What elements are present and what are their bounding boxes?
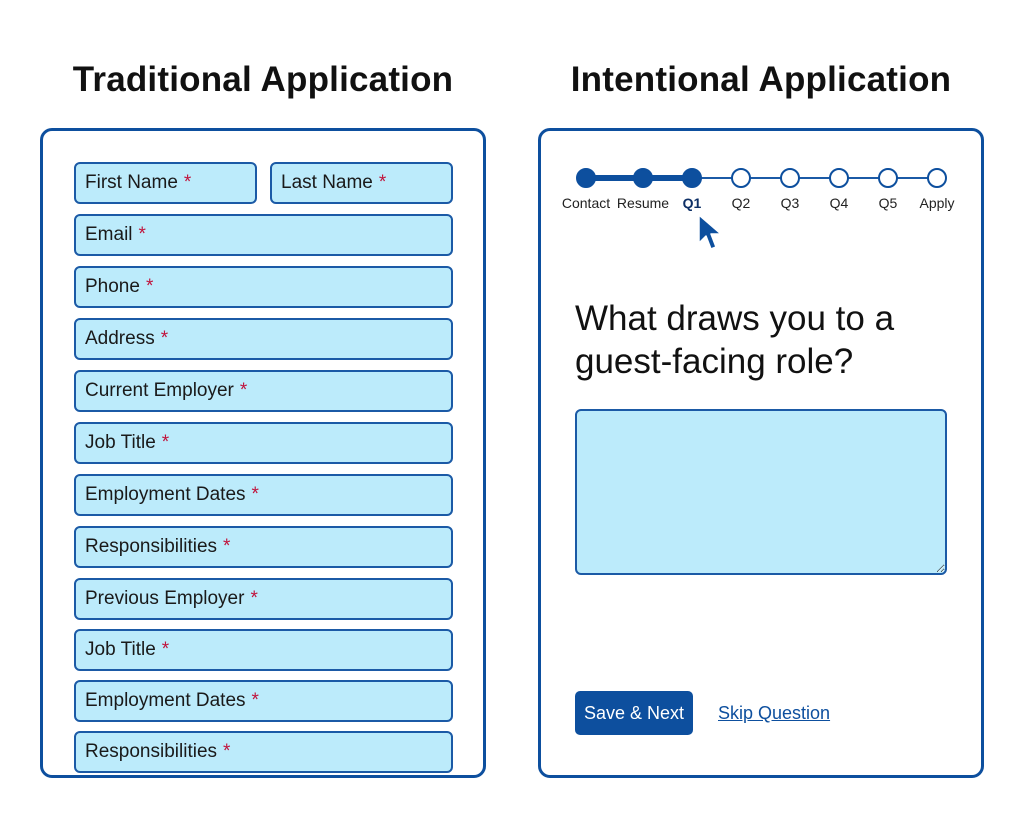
required-marker: * [145,276,154,297]
step-q5-dot[interactable] [878,168,898,188]
skip-question-link[interactable]: Skip Question [718,703,831,723]
required-marker: * [239,380,248,401]
step-q1-label: Q1 [682,195,702,211]
step-contact-label: Contact [561,195,611,211]
field-label: Email [85,224,133,245]
mouse-pointer-icon [698,214,722,250]
traditional-application-title: Traditional Application [72,60,454,99]
traditional-application-form: First Name * Last Name * Email * Phone *… [40,128,486,778]
save-next-button[interactable]: Save & Next [575,691,693,735]
step-resume-label: Resume [616,195,670,211]
job-title-field[interactable]: Job Title * [74,422,453,464]
previous-employment-dates-field[interactable]: Employment Dates * [74,680,453,722]
step-resume-dot[interactable] [633,168,653,188]
step-apply-label: Apply [919,195,955,211]
previous-employer-field[interactable]: Previous Employer * [74,578,453,620]
field-label: Address [85,328,155,349]
stepper-remaining-line [692,177,937,179]
responsibilities-field[interactable]: Responsibilities * [74,526,453,568]
current-employer-field[interactable]: Current Employer * [74,370,453,412]
phone-field[interactable]: Phone * [74,266,453,308]
field-label: Employment Dates [85,484,246,505]
step-q1-dot[interactable] [682,168,702,188]
required-marker: * [250,588,258,609]
question-text: What draws you to a guest-facing role? [575,299,895,381]
required-marker: * [251,690,259,711]
field-label: Job Title [85,432,156,453]
required-marker: * [251,484,259,505]
step-q3-label: Q3 [780,195,800,211]
step-q3-dot[interactable] [780,168,800,188]
step-q4-dot[interactable] [829,168,849,188]
field-label: Last Name [281,172,373,193]
employment-dates-field[interactable]: Employment Dates * [74,474,453,516]
email-field[interactable]: Email * [74,214,453,256]
address-field[interactable]: Address * [74,318,453,360]
field-label: Responsibilities [85,741,218,762]
intentional-application-title: Intentional Application [570,60,952,99]
step-q4-label: Q4 [829,195,849,211]
step-q2-dot[interactable] [731,168,751,188]
answer-textarea[interactable] [575,409,947,575]
progress-stepper: Contact Resume Q1 Q2 Q3 Q4 Q5 Apply [541,131,981,221]
intentional-application-form: Contact Resume Q1 Q2 Q3 Q4 Q5 Apply What… [538,128,984,778]
required-marker: * [161,639,170,660]
required-marker: * [183,172,192,193]
field-label: First Name [85,172,178,193]
required-marker: * [160,328,169,349]
last-name-field[interactable]: Last Name * [270,162,453,204]
previous-responsibilities-field[interactable]: Responsibilities * [74,731,453,773]
field-label: Previous Employer [85,588,245,609]
field-label: Employment Dates [85,690,246,711]
field-label: Job Title [85,639,156,660]
field-label: Phone [85,276,140,297]
required-marker: * [223,536,231,557]
step-q2-label: Q2 [731,195,751,211]
field-label: Current Employer [85,380,234,401]
step-q5-label: Q5 [878,195,898,211]
first-name-field[interactable]: First Name * [74,162,257,204]
step-contact-dot[interactable] [576,168,596,188]
previous-job-title-field[interactable]: Job Title * [74,629,453,671]
field-label: Responsibilities [85,536,218,557]
step-apply-dot[interactable] [927,168,947,188]
required-marker: * [223,741,231,762]
required-marker: * [138,224,146,245]
required-marker: * [378,172,387,193]
required-marker: * [161,432,170,453]
